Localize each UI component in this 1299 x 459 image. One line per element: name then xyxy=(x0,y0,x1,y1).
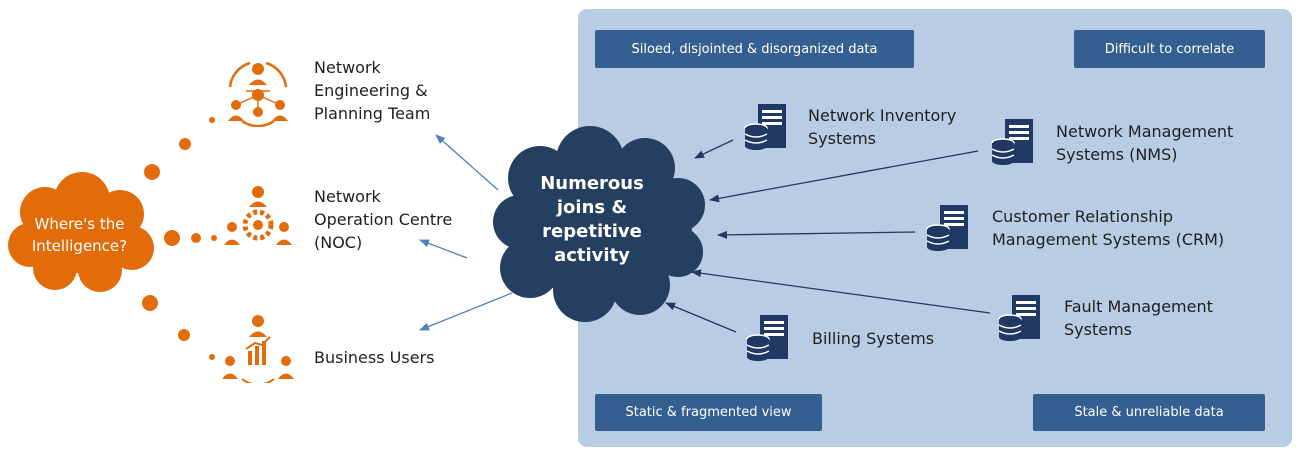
thought-dots xyxy=(142,117,217,360)
question-cloud xyxy=(8,172,154,292)
tag-static-view: Static & fragmented view xyxy=(595,394,822,431)
team-label-business-users: Business Users xyxy=(314,348,435,367)
team-chart-icon xyxy=(222,315,294,383)
server-database-icon xyxy=(744,104,786,150)
system-label-inventory: Network Inventory Systems xyxy=(808,106,957,148)
tag-stale-data: Stale & unreliable data xyxy=(1033,394,1265,431)
tag-difficult-correlate: Difficult to correlate xyxy=(1074,30,1265,68)
system-label-crm: Customer Relationship Management Systems… xyxy=(992,207,1225,249)
team-gear-icon xyxy=(224,186,292,245)
server-database-icon xyxy=(746,315,788,361)
team-label-engineering: Network Engineering & Planning Team xyxy=(314,58,431,123)
team-label-noc: Network Operation Centre (NOC) xyxy=(314,187,453,252)
system-label-nms: Network Management Systems (NMS) xyxy=(1056,122,1234,164)
tag-siloed-data: Siloed, disjointed & disorganized data xyxy=(595,30,914,68)
server-database-icon xyxy=(998,295,1040,341)
question-bubble-text: Where's the Intelligence? xyxy=(31,215,128,255)
server-database-icon xyxy=(926,205,968,251)
system-to-hub-arrows xyxy=(665,139,991,333)
system-label-fault: Fault Management Systems xyxy=(1064,297,1213,339)
server-database-icon xyxy=(991,119,1033,165)
team-network-icon xyxy=(228,61,288,127)
hub-cloud xyxy=(493,126,705,322)
system-label-billing: Billing Systems xyxy=(812,329,935,348)
hub-cloud-text: Numerous joins & repetitive activity xyxy=(540,173,644,266)
hub-to-team-arrows xyxy=(419,134,513,331)
